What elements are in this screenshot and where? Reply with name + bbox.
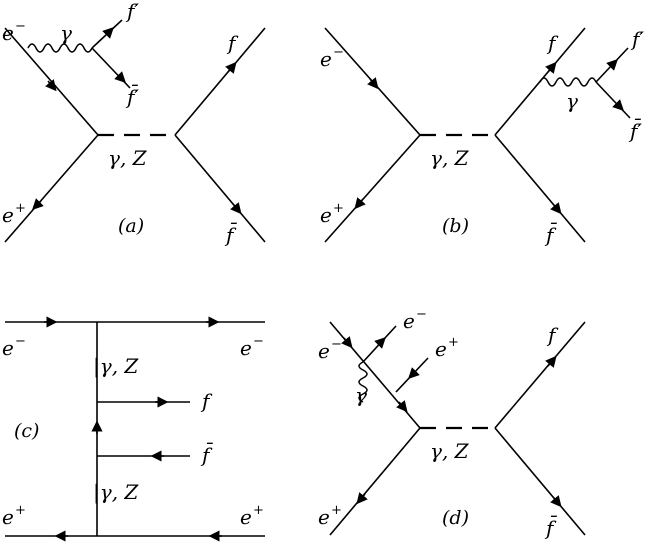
c-label-e-minus-right-sign: − [253, 334, 264, 349]
b-label-e-plus: e [320, 203, 332, 227]
b-arrow-fbar [550, 202, 562, 215]
b-arrow-f [545, 61, 557, 74]
d-label-e-plus-out-sign: + [448, 335, 459, 350]
b-arrow-fprime [606, 59, 618, 71]
diagram-d: e − e − e + γ γ, Z f f̄ e + (d) [318, 307, 586, 540]
b-caption: (b) [442, 215, 469, 237]
c-label-gamma-z-bottom: |γ, Z [93, 480, 139, 505]
d-label-gamma: γ [355, 383, 367, 407]
a-label-e-plus-sign: + [15, 201, 26, 216]
b-label-gamma-z: γ, Z [430, 146, 470, 170]
d-outgoing-f-line [494, 321, 586, 429]
diagram-a: e − e + γ f′ f̄′ γ, Z f f̄ (a) [2, 0, 266, 247]
d-arrow-emitted-electron [374, 337, 386, 349]
d-label-e-minus-out: e [403, 309, 415, 333]
a-arrow-fbar [230, 202, 242, 215]
b-label-e-plus-sign: + [333, 201, 344, 216]
a-radiated-photon [27, 43, 93, 53]
b-fbarprime-line [595, 81, 631, 119]
a-label-gamma-z: γ, Z [108, 146, 148, 170]
d-incoming-electron-line [329, 321, 421, 429]
d-incoming-positron-line [329, 427, 421, 536]
b-outgoing-fbar-line [494, 134, 586, 243]
b-radiated-photon [539, 77, 597, 87]
d-label-e-minus-in: e [318, 339, 330, 363]
a-arrow-fbarprime [114, 71, 126, 83]
c-label-e-minus-left-sign: − [15, 334, 26, 349]
c-label-f: f [200, 389, 213, 413]
d-label-gamma-z: γ, Z [430, 439, 470, 463]
d-label-fbar: f̄ [544, 515, 557, 540]
d-label-e-plus-in-sign: + [331, 503, 342, 518]
a-label-e-plus: e [2, 203, 14, 227]
a-arrow-positron [32, 198, 44, 210]
d-arrow-f [545, 355, 557, 368]
a-arrow-f [225, 61, 237, 74]
d-label-e-minus-out-sign: − [416, 307, 427, 322]
a-arrow-fprime [102, 27, 114, 39]
c-label-e-minus-left: e [2, 336, 14, 360]
d-label-e-plus-in: e [318, 505, 330, 529]
c-label-e-plus-right-sign: + [253, 503, 264, 518]
d-label-f: f [546, 323, 559, 347]
b-label-e-minus: e [320, 47, 332, 71]
d-label-e-plus-out: e [435, 337, 447, 361]
a-label-fbarprime: f̄′ [125, 84, 139, 109]
c-caption: (c) [14, 420, 39, 442]
c-label-fbar: f̄ [200, 442, 213, 467]
diagram-c: e − e − e + e + |γ, Z |γ, Z f f̄ (c) [2, 316, 265, 542]
a-label-f: f [226, 31, 239, 55]
c-label-e-plus-left-sign: + [15, 503, 26, 518]
b-label-fprime: f′ [630, 27, 644, 51]
d-caption: (d) [442, 507, 469, 529]
c-label-e-minus-right: e [240, 336, 252, 360]
c-label-e-plus-right: e [240, 505, 252, 529]
b-arrow-electron [367, 77, 379, 90]
a-label-e-minus-sign: − [15, 19, 26, 34]
b-arrow-positron [354, 197, 366, 210]
a-fbarprime-line [91, 47, 131, 89]
d-label-e-minus-in-sign: − [331, 337, 342, 352]
a-label-fbar: f̄ [224, 222, 237, 247]
b-label-fbar: f̄ [544, 222, 557, 247]
d-arrow-electron [341, 336, 353, 349]
b-label-fbarprime: f̄′ [628, 118, 642, 143]
b-arrow-fbarprime [612, 99, 624, 111]
d-arrow-fbar [550, 495, 562, 508]
d-arrow-emitted-positron [408, 367, 420, 379]
a-label-e-minus: e [2, 21, 14, 45]
a-label-fprime: f′ [125, 0, 139, 23]
diagram-b: e − e + f f′ f̄′ γ γ, Z f̄ (b) [320, 27, 644, 247]
a-arrow-electron [45, 79, 57, 92]
a-incoming-electron-line [4, 27, 99, 136]
b-label-f: f [546, 31, 559, 55]
a-label-gamma: γ [60, 21, 72, 45]
d-outgoing-fbar-line [494, 427, 586, 536]
b-label-e-minus-sign: − [333, 45, 344, 60]
c-label-gamma-z-top: |γ, Z [93, 354, 139, 379]
d-arrow-internal [396, 400, 408, 413]
b-label-gamma: γ [566, 89, 578, 113]
d-radiated-photon [358, 361, 368, 403]
b-incoming-positron-line [324, 134, 421, 243]
a-outgoing-fbar-line [174, 134, 266, 243]
a-incoming-positron-line [4, 134, 99, 243]
d-arrow-positron [356, 492, 368, 505]
c-label-e-plus-left: e [2, 505, 14, 529]
a-caption: (a) [118, 215, 144, 237]
a-outgoing-f-line [174, 27, 266, 136]
